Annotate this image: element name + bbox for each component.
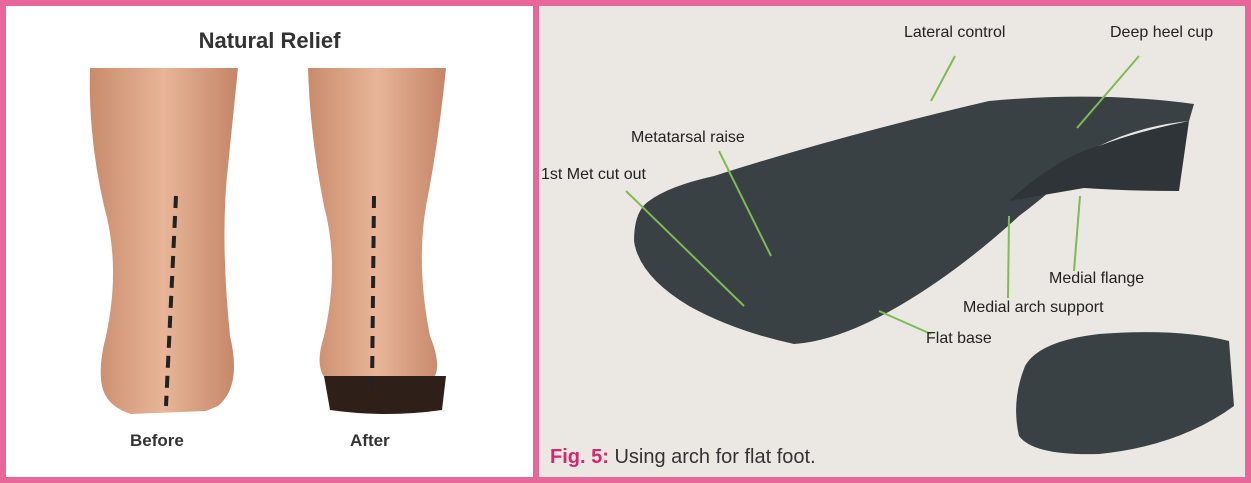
callout-flat-base: Flat base bbox=[926, 330, 992, 348]
callout-first-met-cut-out: 1st Met cut out bbox=[541, 166, 646, 184]
natural-relief-panel: Natural Relief Before After bbox=[6, 6, 533, 477]
figure-caption-text: Using arch for flat foot. bbox=[614, 446, 815, 468]
before-heel-image bbox=[90, 68, 238, 414]
after-insole bbox=[324, 376, 446, 414]
callout-lateral-control: Lateral control bbox=[904, 24, 1005, 42]
after-label: After bbox=[350, 431, 390, 451]
callout-medial-flange: Medial flange bbox=[1049, 270, 1144, 288]
insole-panel: Lateral control Deep heel cup Metatarsal… bbox=[539, 6, 1245, 477]
figure-frame: Natural Relief Before After Lateral cont… bbox=[6, 6, 1245, 477]
panel-title: Natural Relief bbox=[6, 28, 533, 54]
callout-metatarsal-raise: Metatarsal raise bbox=[631, 129, 745, 147]
before-label: Before bbox=[130, 431, 184, 451]
after-heel-image bbox=[308, 68, 446, 414]
insole-secondary bbox=[1016, 332, 1234, 454]
insole-illustration bbox=[539, 6, 1245, 477]
heels-illustration bbox=[6, 6, 533, 477]
callout-deep-heel-cup: Deep heel cup bbox=[1110, 24, 1213, 42]
callout-medial-arch-support: Medial arch support bbox=[963, 299, 1104, 317]
figure-number: Fig. 5: bbox=[550, 446, 609, 468]
figure-caption: Fig. 5: Using arch for flat foot. bbox=[550, 446, 816, 469]
